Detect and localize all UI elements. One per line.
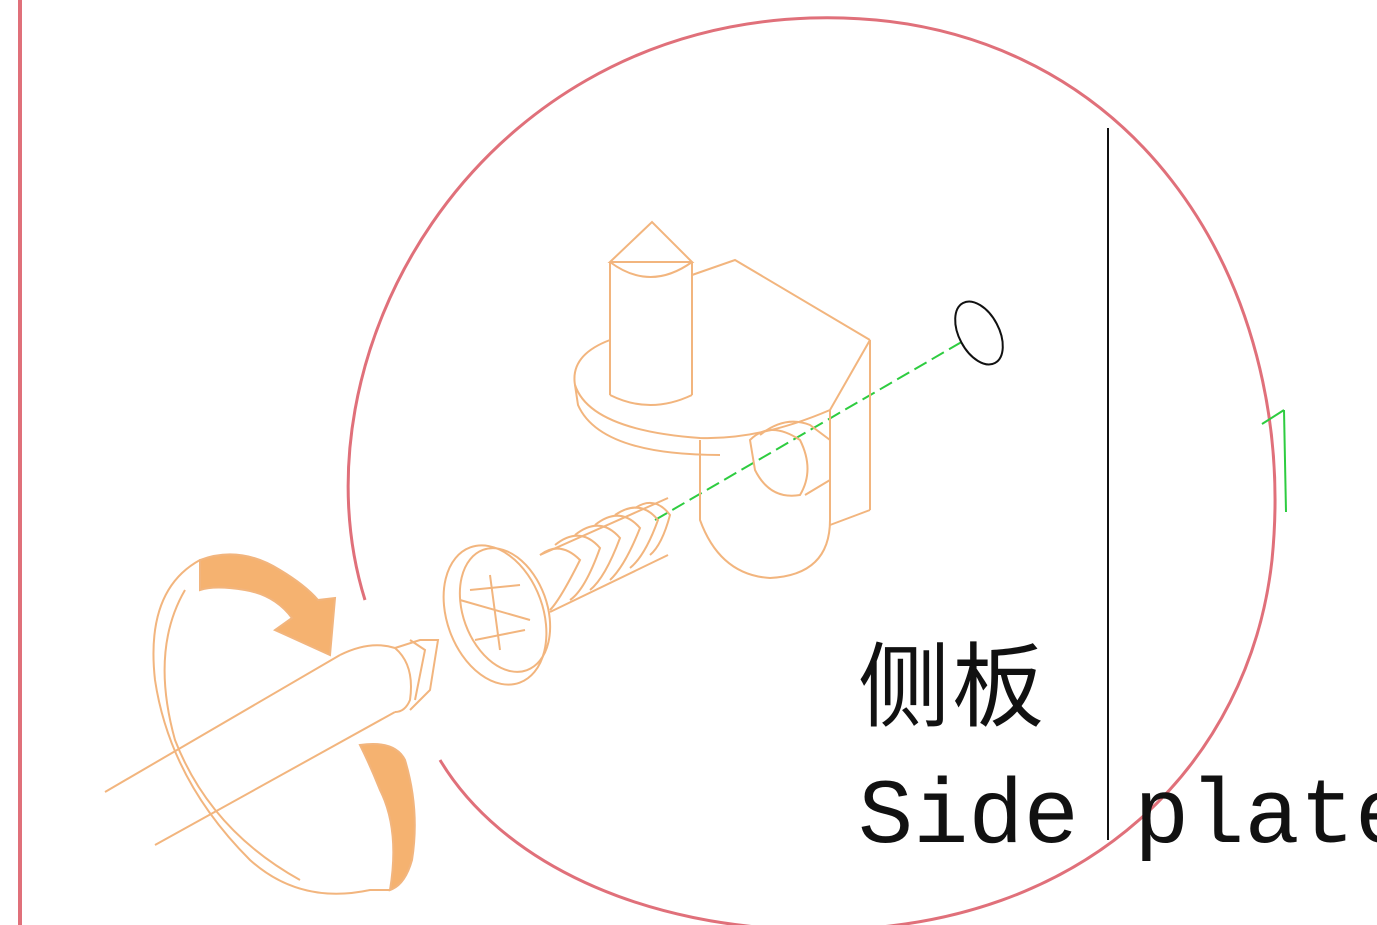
side-plate-label-english: Side plate [858,765,1377,870]
rotation-arrow-icon [152,553,416,895]
screwdriver-icon [104,639,440,846]
hole-icon [954,300,1004,366]
screw-icon [442,497,672,686]
bracket-icon [573,220,871,580]
detail-circle [346,16,1277,925]
green-tick-mark [1261,409,1287,513]
side-plate-label-chinese: 侧板 [858,634,1047,741]
